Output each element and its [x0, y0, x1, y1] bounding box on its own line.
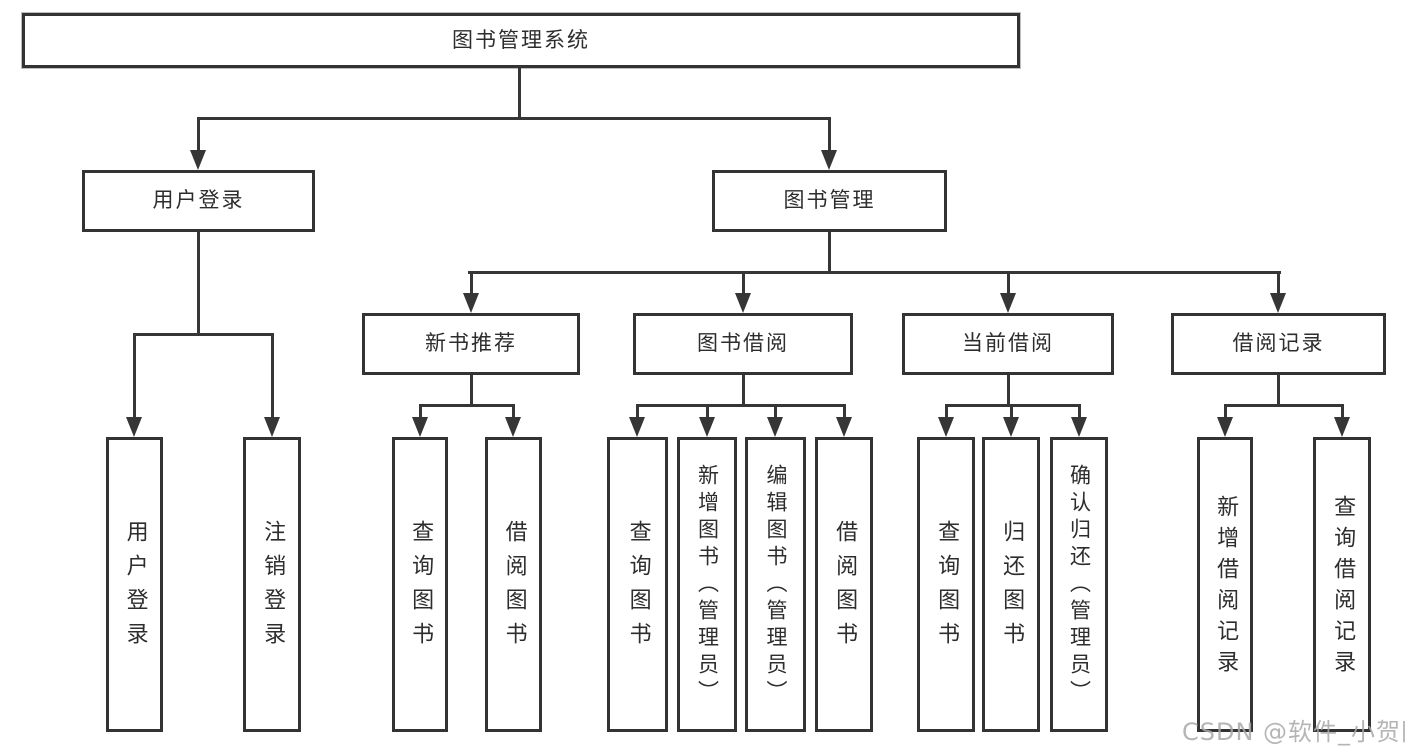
arrowhead-down-icon	[1217, 417, 1233, 437]
leaf-borrow-books: 借阅图书	[815, 437, 873, 732]
leaf-edit-books-admin: 编辑图书（管理员）	[745, 437, 806, 732]
node-book-borrow: 图书借阅	[633, 313, 853, 375]
leaf-borrow-books-recommend: 借阅图书	[485, 437, 542, 732]
connector-line	[828, 232, 831, 272]
node-library-management-system: 图书管理系统	[22, 13, 1020, 68]
leaf-confirm-return-admin: 确认归还（管理员）	[1050, 437, 1108, 732]
arrowhead-down-icon	[1071, 417, 1087, 437]
connector-line	[945, 404, 948, 418]
leaf-logout: 注销登录	[243, 437, 301, 732]
arrowhead-down-icon	[190, 150, 206, 170]
connector-line	[1341, 404, 1344, 418]
connector-line	[828, 117, 831, 151]
connector-line	[518, 68, 521, 118]
connector-line	[742, 271, 745, 295]
node-user-login: 用户登录	[82, 170, 315, 232]
connector-line	[1277, 271, 1280, 295]
arrowhead-down-icon	[505, 417, 521, 437]
connector-line	[1010, 404, 1013, 418]
arrowhead-down-icon	[629, 417, 645, 437]
node-borrow-records: 借阅记录	[1171, 313, 1386, 375]
csdn-watermark: CSDN @软件_小贺同学	[1182, 718, 1405, 746]
arrowhead-down-icon	[767, 417, 783, 437]
connector-line	[706, 404, 709, 418]
connector-line	[419, 404, 515, 407]
connector-line	[1007, 375, 1010, 406]
connector-line	[419, 404, 422, 418]
connector-line	[1007, 271, 1010, 295]
leaf-return-books: 归还图书	[982, 437, 1040, 732]
node-current-borrow: 当前借阅	[902, 313, 1114, 375]
connector-line	[1277, 375, 1280, 406]
arrowhead-down-icon	[126, 417, 142, 437]
connector-line	[636, 404, 639, 418]
arrowhead-down-icon	[1000, 293, 1016, 313]
arrowhead-down-icon	[1334, 417, 1350, 437]
connector-line	[1078, 404, 1081, 418]
arrowhead-down-icon	[463, 293, 479, 313]
connector-line	[197, 117, 200, 151]
leaf-user-login: 用户登录	[106, 437, 163, 732]
leaf-add-books-admin: 新增图书（管理员）	[677, 437, 737, 732]
connector-line	[843, 404, 846, 418]
arrowhead-down-icon	[264, 417, 280, 437]
connector-line	[197, 117, 831, 120]
arrowhead-down-icon	[735, 293, 751, 313]
arrowhead-down-icon	[821, 150, 837, 170]
leaf-add-borrow-record: 新增借阅记录	[1197, 437, 1253, 732]
arrowhead-down-icon	[412, 417, 428, 437]
leaf-query-borrow-record: 查询借阅记录	[1313, 437, 1371, 732]
connector-line	[512, 404, 515, 418]
arrowhead-down-icon	[938, 417, 954, 437]
leaf-query-books-borrow: 查询图书	[607, 437, 668, 732]
leaf-query-books-recommend: 查询图书	[392, 437, 448, 732]
connector-line	[133, 333, 136, 418]
connector-line	[774, 404, 777, 418]
connector-line	[197, 232, 200, 334]
connector-line	[133, 333, 273, 336]
leaf-query-books-current: 查询图书	[917, 437, 975, 732]
connector-line	[271, 333, 274, 418]
connector-line	[470, 271, 473, 295]
node-book-management: 图书管理	[712, 170, 947, 232]
node-new-book-recommend: 新书推荐	[362, 313, 580, 375]
connector-line	[1224, 404, 1343, 407]
connector-line	[1224, 404, 1227, 418]
connector-line	[468, 271, 1281, 274]
arrowhead-down-icon	[1270, 293, 1286, 313]
arrowhead-down-icon	[1003, 417, 1019, 437]
arrowhead-down-icon	[699, 417, 715, 437]
connector-line	[742, 375, 745, 406]
connector-line	[636, 404, 845, 407]
connector-line	[470, 375, 473, 406]
arrowhead-down-icon	[836, 417, 852, 437]
